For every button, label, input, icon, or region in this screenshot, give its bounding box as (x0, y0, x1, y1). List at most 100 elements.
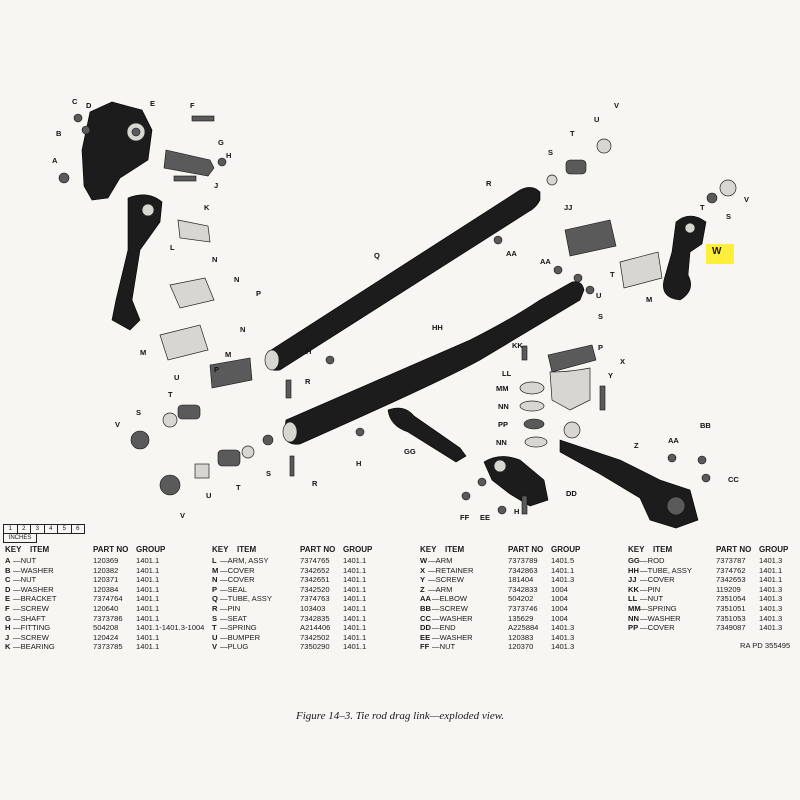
key-group: 1401.1 (759, 575, 783, 585)
key-item: —BEARING (13, 642, 55, 652)
svg-text:R: R (486, 179, 492, 188)
key-header: GROUP (343, 545, 373, 554)
svg-text:BB: BB (700, 421, 711, 430)
shaft-g (163, 149, 215, 177)
scale-bar: 1 2 3 4 5 6 INCHES (3, 524, 85, 543)
scale-unit: INCHES (3, 534, 37, 543)
key-part-no: A225884 (508, 623, 539, 633)
key-header: ITEM (237, 545, 257, 554)
svg-text:N: N (234, 275, 239, 284)
key-letter: EE (420, 632, 431, 642)
key-group: 1401.1 (343, 594, 367, 604)
key-group: 1401.3 (551, 623, 575, 633)
key-letter: KK (628, 584, 639, 594)
key-group: 1401.5 (551, 556, 575, 565)
svg-text:N: N (212, 255, 217, 264)
svg-text:P: P (214, 365, 219, 374)
key-letter: K (5, 642, 11, 652)
svg-text:PP: PP (498, 420, 508, 429)
key-group: 1004 (551, 584, 568, 594)
rod-gg (387, 407, 467, 463)
svg-text:EE: EE (480, 513, 490, 522)
svg-text:U: U (206, 491, 211, 500)
key-letter: B (5, 565, 11, 575)
tube-q (264, 187, 541, 371)
key-item: —PLUG (220, 642, 249, 652)
svg-text:Z: Z (634, 441, 639, 450)
svg-text:AA: AA (668, 436, 679, 445)
key-group: 1401.1 (136, 575, 160, 585)
svg-text:E: E (150, 99, 155, 108)
key-letter: A (5, 556, 11, 565)
key-part-no: A214406 (300, 623, 331, 633)
key-item: —BRACKET (13, 594, 57, 604)
svg-text:U: U (174, 373, 179, 382)
svg-text:NN: NN (498, 402, 509, 411)
key-item: —SEAT (220, 613, 247, 623)
svg-text:AA: AA (506, 249, 517, 258)
key-part-no: 135629 (508, 613, 534, 623)
key-item: —COVER (220, 565, 255, 575)
key-item: —SPRING (640, 603, 677, 613)
key-item: —WASHER (13, 565, 54, 575)
key-item: —BUMPER (220, 632, 261, 642)
key-header: GROUP (759, 545, 789, 554)
scale-tick: 4 (45, 525, 58, 533)
key-item: —SHAFT (13, 613, 46, 623)
key-group: 1401.1 (343, 603, 367, 613)
key-letter: PP (628, 623, 639, 633)
svg-text:T: T (168, 390, 173, 399)
svg-text:Q: Q (374, 251, 380, 260)
key-group: 1401.3 (759, 613, 783, 623)
key-group: 1401.3 (759, 584, 783, 594)
key-part-no: 120424 (93, 632, 119, 642)
key-letter: Z (420, 584, 425, 594)
key-letter: DD (420, 623, 431, 633)
key-group: 1401.1 (136, 565, 160, 575)
svg-text:P: P (598, 343, 603, 352)
callout-w-highlighted: W (712, 246, 722, 257)
key-item: —COVER (220, 575, 255, 585)
key-part-no: 7373789 (508, 556, 538, 565)
key-item: —WASHER (13, 584, 54, 594)
key-part-no: 120640 (93, 603, 119, 613)
key-letter: NN (628, 613, 639, 623)
scale-tick: 5 (58, 525, 72, 533)
svg-text:S: S (726, 212, 731, 221)
svg-text:NN: NN (496, 438, 507, 447)
key-part-no: 7374765 (300, 556, 330, 565)
key-group: 1401.1 (136, 584, 160, 594)
key-part-no: 7351051 (716, 603, 746, 613)
key-letter: T (212, 623, 217, 633)
svg-text:M: M (646, 295, 652, 304)
key-letter: M (212, 565, 219, 575)
key-item: —END (432, 623, 456, 633)
key-letter: R (212, 603, 218, 613)
svg-text:P: P (256, 289, 261, 298)
key-letter: Y (420, 575, 426, 585)
key-part-no: 120384 (93, 584, 119, 594)
key-item: —SCREW (432, 603, 468, 613)
svg-text:LL: LL (502, 369, 512, 378)
svg-text:R: R (305, 377, 311, 386)
key-part-no: 7374764 (93, 594, 123, 604)
svg-text:U: U (596, 291, 601, 300)
key-header: PART NO (93, 545, 129, 554)
scale-tick: 2 (18, 525, 31, 533)
svg-text:H: H (226, 151, 231, 160)
key-part-no: 7351053 (716, 613, 746, 623)
spring-group-left (130, 404, 274, 496)
key-group: 1401.1 (343, 642, 367, 652)
key-letter: F (5, 603, 10, 613)
svg-text:V: V (614, 101, 619, 110)
key-item: —SEAL (220, 584, 248, 594)
key-item: —WASHER (432, 632, 473, 642)
key-item: —NUT (432, 642, 456, 652)
key-group: 1401.1 (551, 565, 575, 575)
key-part-no: 7373746 (508, 603, 538, 613)
key-part-no: 181404 (508, 575, 534, 585)
svg-text:F: F (190, 101, 195, 110)
key-group: 1401.1 (343, 575, 367, 585)
scale-ticks: 1 2 3 4 5 6 (3, 524, 85, 534)
